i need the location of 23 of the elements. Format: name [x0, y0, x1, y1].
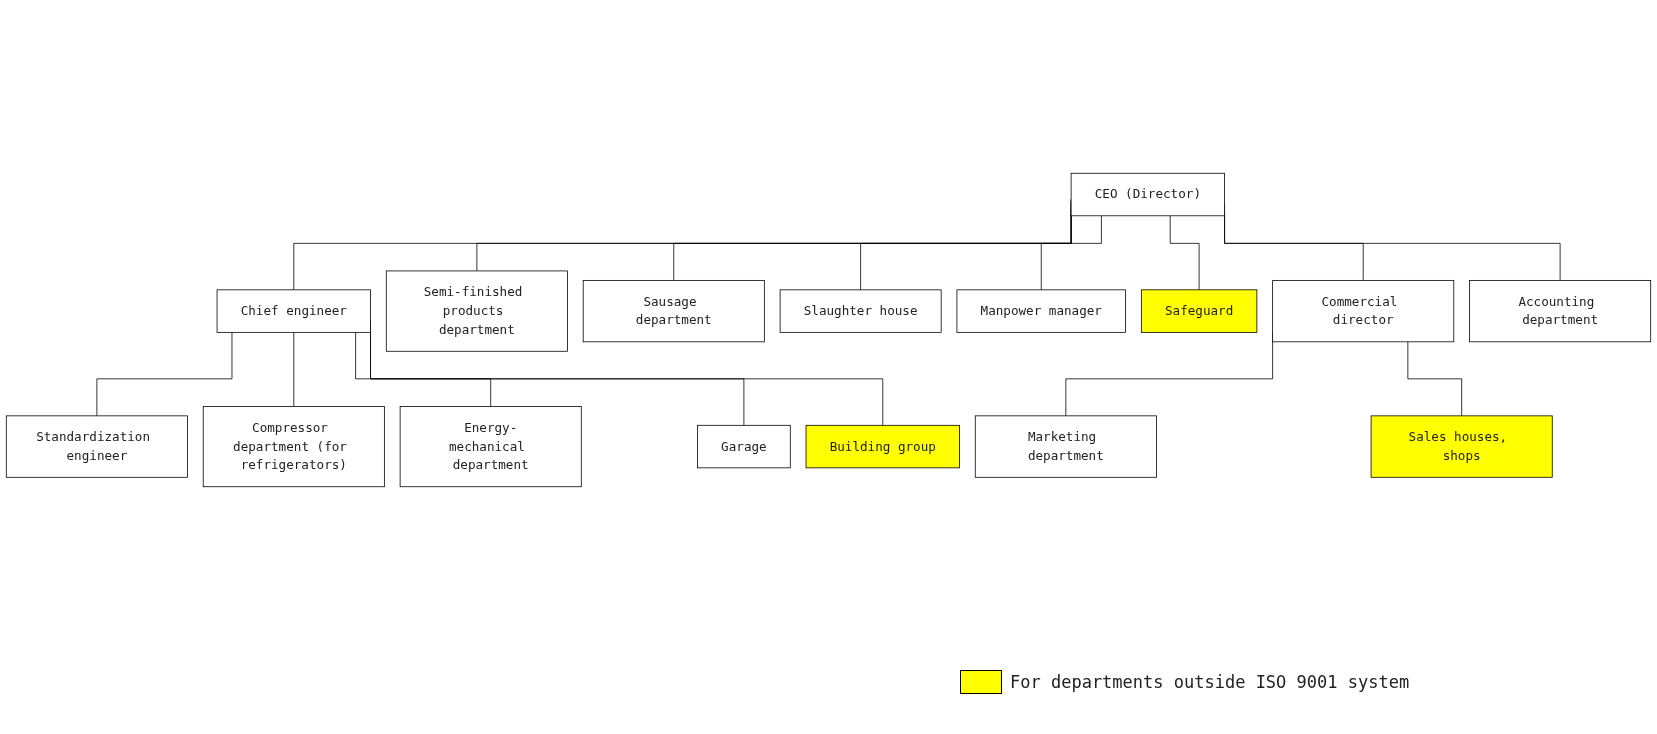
node-box: Slaughter house: [779, 289, 942, 333]
connector: [1169, 215, 1200, 291]
node-box: Energy-mechanical department: [399, 406, 582, 488]
legend-text: For departments outside ISO 9001 system: [1010, 672, 1410, 692]
node-box: Standardization engineer: [5, 415, 188, 478]
connector: [1407, 341, 1463, 417]
node-box: Accounting department: [1469, 280, 1652, 343]
node-box: Sausage department: [582, 280, 765, 343]
node-box: Chief engineer: [216, 289, 371, 333]
connector: [96, 331, 233, 417]
node-box: Building group: [805, 424, 960, 469]
node-box: Sales houses, shops: [1370, 415, 1553, 478]
node-box: Garage: [697, 424, 791, 469]
node-box: Compressor department (for refrigerators): [202, 406, 385, 488]
node-box: Commercial director: [1272, 280, 1455, 343]
connector: [1040, 215, 1102, 291]
node-box: Manpower manager: [956, 289, 1126, 333]
node-box: Marketing department: [974, 415, 1157, 478]
node-box: CEO (Director): [1070, 172, 1225, 217]
node-box: Safeguard: [1140, 289, 1258, 333]
connector: [293, 331, 295, 407]
connector: [355, 331, 492, 407]
node-box: Semi-finished products department: [385, 270, 568, 352]
